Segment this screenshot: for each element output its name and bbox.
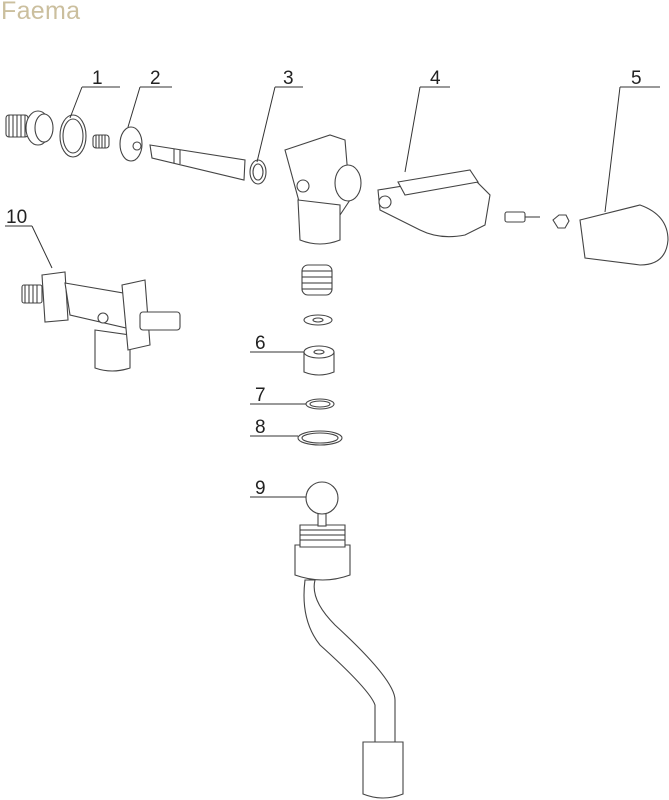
part-2-disc [119,126,143,162]
part-4-lever-housing [377,169,491,238]
part-spring-large [301,264,333,296]
part-9-steam-wand [294,481,404,799]
callout-5: 5 [631,68,642,89]
callout-3: 3 [283,68,294,89]
callout-7: 7 [255,385,266,406]
part-valve-body [284,134,362,245]
part-6-seal [303,345,335,376]
callout-10: 10 [6,207,27,228]
part-5-handle [579,204,669,266]
part-nut [552,214,570,229]
callout-4: 4 [430,68,441,89]
part-washer-small [303,314,333,326]
part-inlet-fitting [5,110,54,146]
leader-lines [5,86,660,498]
part-pin [149,144,246,181]
part-3-washer [249,159,267,185]
part-10-valve-assembly [21,271,181,372]
brand-title: Faema [1,0,81,25]
callout-9: 9 [255,478,266,499]
callout-6: 6 [255,333,266,354]
callout-1: 1 [92,68,103,89]
part-screw [504,211,540,223]
part-1-oring [59,114,87,158]
callout-8: 8 [255,417,266,438]
callout-2: 2 [150,68,161,89]
part-8-oring [297,430,343,446]
part-7-oring [305,398,335,410]
part-spring-small [92,134,110,149]
